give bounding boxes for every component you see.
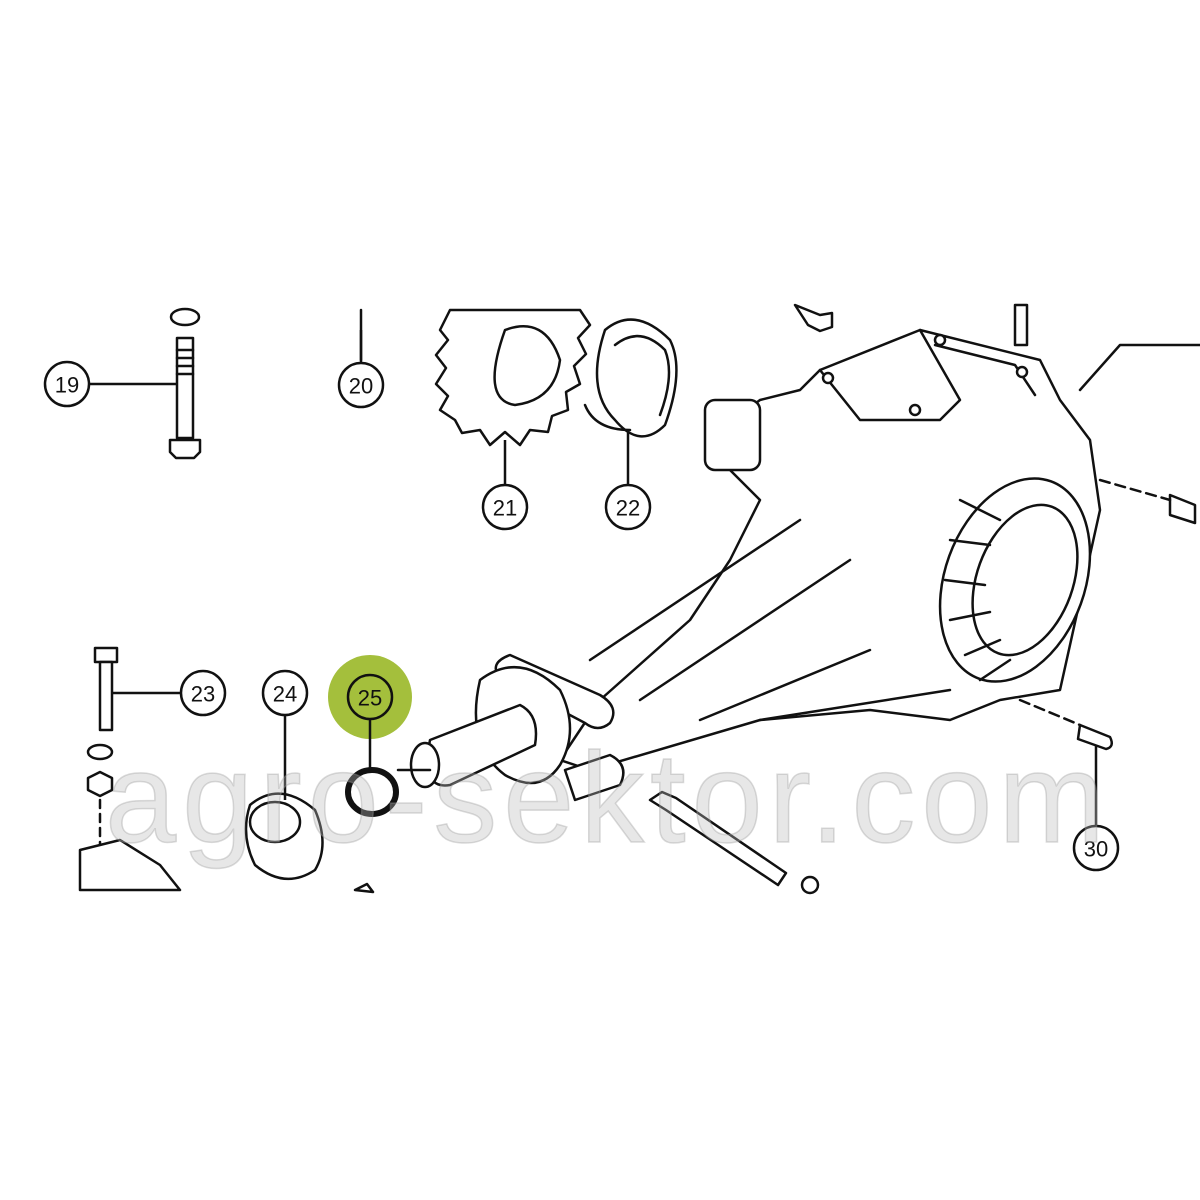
part-25-o-ring xyxy=(345,767,432,817)
part-19-bolt xyxy=(168,307,202,460)
callout-label: 21 xyxy=(493,496,517,521)
callout-30[interactable]: 30 xyxy=(1072,824,1120,872)
part-30-plug xyxy=(1076,723,1114,751)
watermark: agro-sektor.com xyxy=(105,727,1105,870)
part-plug-right xyxy=(1168,493,1197,525)
part-24-seal xyxy=(244,792,324,881)
callout-19[interactable]: 19 xyxy=(43,360,91,408)
part-stud-top xyxy=(1013,303,1029,347)
highlight-marker xyxy=(328,655,412,739)
callout-23[interactable]: 23 xyxy=(179,669,227,717)
callout-20[interactable]: 20 xyxy=(337,361,385,409)
callout-label: 25 xyxy=(358,686,382,711)
leader-lines xyxy=(90,330,1098,825)
callout-label: 19 xyxy=(55,373,79,398)
part-bolt-lower xyxy=(648,790,788,887)
part-gear-housing xyxy=(558,328,1200,772)
part-flange-shaft xyxy=(409,665,625,802)
callout-label: 24 xyxy=(273,682,297,707)
callout-label: 22 xyxy=(616,496,640,521)
part-23-bolt xyxy=(78,646,182,892)
callout-label: 20 xyxy=(349,374,373,399)
part-22-bearing xyxy=(583,318,678,438)
callout-22[interactable]: 22 xyxy=(604,483,652,531)
callout-21[interactable]: 21 xyxy=(481,483,529,531)
callout-label: 23 xyxy=(191,682,215,707)
callout-25-highlighted[interactable]: 25 xyxy=(346,673,394,721)
callout-24[interactable]: 24 xyxy=(261,669,309,717)
part-21-sprocket xyxy=(434,308,592,447)
part-bolt-top xyxy=(793,303,834,333)
callout-label: 30 xyxy=(1084,837,1108,862)
